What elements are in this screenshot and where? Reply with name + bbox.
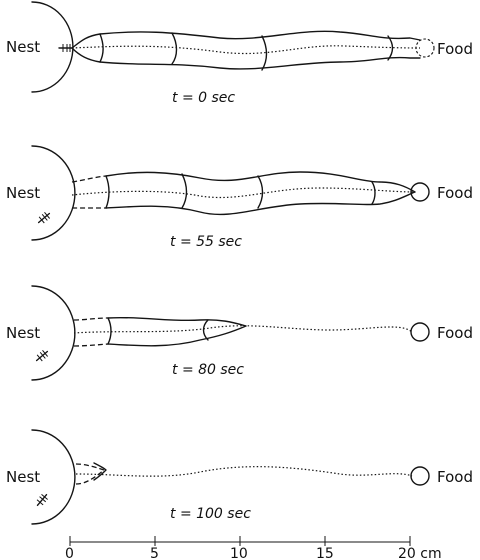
scale-tick-label: 10 — [230, 546, 248, 560]
trail-outline — [108, 318, 246, 346]
food-circle — [411, 467, 429, 485]
trail-dashed-start — [72, 176, 106, 208]
time-label: t = 80 sec — [172, 362, 244, 378]
scale-tick-label: 20 cm — [398, 546, 442, 560]
scale-tick-label: 0 — [65, 546, 74, 560]
panel-t55: Nest Food t = 55 sec — [6, 146, 473, 250]
ant-icon — [36, 210, 52, 225]
trail-segment — [372, 182, 375, 204]
panel-t100: Nest Food t = 100 sec — [6, 430, 473, 524]
trail-centerline — [76, 467, 412, 477]
panel-t80: Nest Food t = 80 sec — [6, 286, 473, 380]
trail-segment — [258, 176, 263, 208]
trail-segment — [182, 174, 187, 208]
time-label: t = 100 sec — [170, 506, 251, 522]
nest-label: Nest — [6, 38, 40, 56]
nest-label: Nest — [6, 324, 40, 342]
nest-label: Nest — [6, 468, 40, 486]
trail-segment — [100, 34, 103, 62]
scale-tick-label: 5 — [150, 546, 159, 560]
scale-bar: 0 5 10 15 20 cm — [65, 536, 442, 560]
trail-segment — [204, 320, 209, 340]
trail-segment — [172, 33, 177, 64]
food-label: Food — [437, 324, 473, 342]
nest-label: Nest — [6, 184, 40, 202]
panel-t0: Nest Food t = 0 sec — [6, 2, 473, 106]
time-label: t = 55 sec — [170, 234, 242, 250]
food-label: Food — [437, 40, 473, 58]
scale-tick-label: 15 — [316, 546, 334, 560]
food-circle — [416, 39, 434, 57]
ant-icon — [59, 44, 73, 52]
trail-outline — [72, 31, 420, 69]
food-label: Food — [437, 468, 473, 486]
food-label: Food — [437, 184, 473, 202]
trail-outline — [94, 463, 106, 480]
trail-dashed-start — [74, 318, 108, 346]
trail-centerline — [72, 188, 415, 197]
trail-segment — [108, 318, 111, 344]
food-circle — [411, 323, 429, 341]
ant-icon — [34, 348, 50, 363]
time-label: t = 0 sec — [172, 90, 235, 106]
ant-icon — [34, 492, 49, 508]
trail-centerline — [72, 46, 420, 54]
